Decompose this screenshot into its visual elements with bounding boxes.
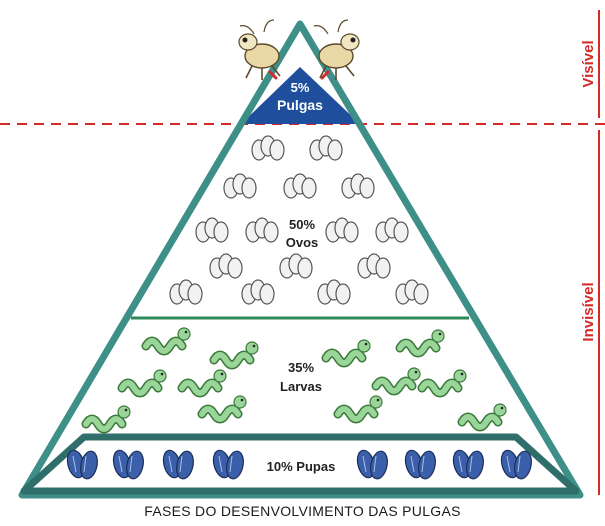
pupa-icon [112,449,144,480]
larva-icon [141,327,191,356]
larva-icon [209,341,259,370]
pupa-icon [356,449,388,480]
egg-cluster-icon [395,279,429,305]
egg-cluster-icon [209,253,243,279]
larva-icon [197,395,247,424]
flea-icon [313,19,360,80]
egg-cluster-icon [317,279,351,305]
larva-icon [117,369,167,398]
figure-caption: FASES DO DESENVOLVIMENTO DAS PULGAS [144,503,461,519]
egg-cluster-icon [279,253,313,279]
pupa-icon [212,449,244,480]
egg-cluster-icon [251,135,285,161]
invisible-side-label: Invisível [580,282,597,341]
adults-name: Pulgas [277,97,323,113]
larva-icon [81,405,131,434]
egg-cluster-icon [195,217,229,243]
eggs-name: Ovos [286,235,319,250]
larva-icon [395,329,445,358]
larva-icon [333,395,383,424]
larva-icon [321,339,371,368]
egg-cluster-icon [341,173,375,199]
larva-icon [371,367,421,396]
larvae-percent: 35% [288,360,314,375]
pupa-icon [452,449,484,480]
pupae-label: 10% Pupas [267,459,336,474]
larva-icon [417,369,467,398]
apex-tier [241,67,360,124]
pupa-icon [500,449,532,480]
pupa-icon [66,449,98,480]
pupae-band [20,433,580,495]
egg-cluster-icon [309,135,343,161]
egg-cluster-icon [375,217,409,243]
egg-cluster-icon [325,217,359,243]
pyramid-outline [18,20,584,499]
egg-cluster-icon [223,173,257,199]
egg-cluster-icon [245,217,279,243]
pupa-icon [404,449,436,480]
flea-icon [238,19,281,80]
larvae-name: Larvas [280,379,322,394]
egg-cluster-icon [169,279,203,305]
pupa-icon [162,449,194,480]
larva-icon [177,369,227,398]
egg-cluster-icon [357,253,391,279]
egg-cluster-icon [283,173,317,199]
adults-percent: 5% [291,80,310,95]
eggs-percent: 50% [289,217,315,232]
larva-icon [457,403,507,432]
egg-cluster-icon [241,279,275,305]
visible-side-label: Visível [580,40,597,87]
